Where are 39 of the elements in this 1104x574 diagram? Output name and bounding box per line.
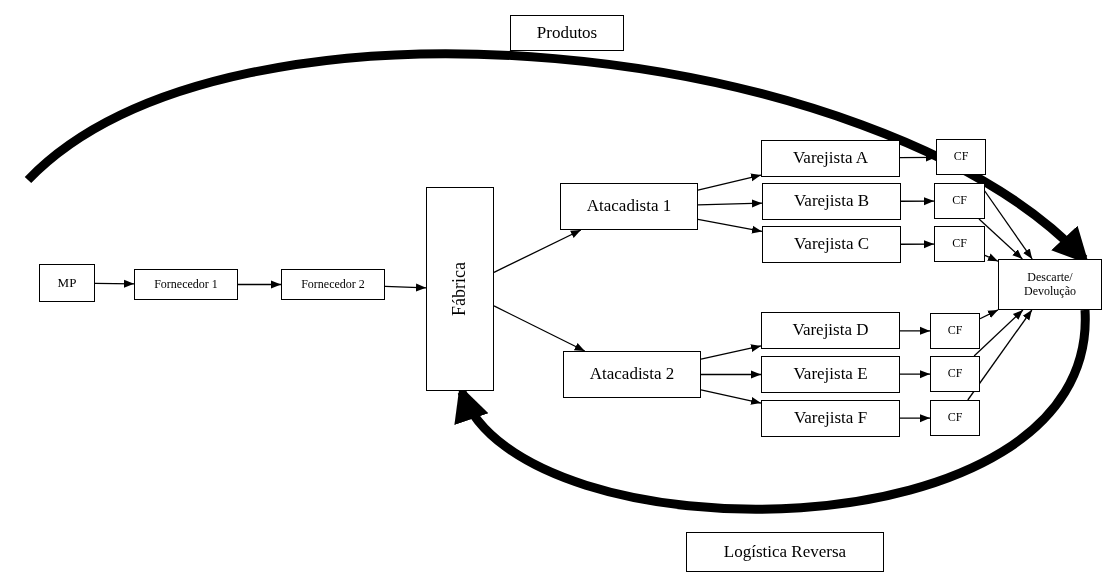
arrow (94, 279, 135, 288)
node-label: Fábrica (450, 262, 470, 316)
process-box (560, 183, 698, 230)
process-box (761, 140, 900, 177)
arrow (900, 240, 935, 249)
arrow (697, 218, 763, 234)
process-box (998, 259, 1102, 310)
arrow (900, 197, 935, 206)
process-box (936, 139, 986, 175)
arrow (493, 229, 582, 274)
node-label: MP (57, 275, 77, 291)
arrow (237, 280, 282, 289)
node-label: CF (952, 237, 967, 251)
node-label: Logística Reversa (723, 542, 847, 562)
process-box (510, 15, 624, 51)
process-box (762, 226, 901, 263)
process-box (426, 187, 494, 391)
node-label: Varejista C (793, 235, 870, 254)
arrow (697, 173, 762, 191)
process-box (134, 269, 238, 300)
process-box (281, 269, 385, 300)
arrow (384, 283, 427, 292)
arrow (984, 253, 999, 262)
node-label: CF (953, 150, 969, 164)
node-label: Descarte/ Devolução (1023, 271, 1077, 298)
process-box (686, 532, 884, 572)
node-label: Varejista B (793, 192, 870, 211)
node-label: Varejista A (792, 149, 869, 168)
process-box (934, 226, 985, 262)
process-box (39, 264, 95, 302)
node-label: Produtos (536, 23, 598, 43)
arrow (697, 199, 763, 208)
node-label: Fornecedor 2 (301, 277, 365, 292)
process-box (762, 183, 901, 220)
node-label: CF (952, 194, 967, 208)
arrow (978, 218, 1023, 260)
node-label: Atacadista 1 (586, 197, 672, 216)
process-box (934, 183, 985, 219)
node-label: Fornecedor 1 (154, 277, 218, 292)
